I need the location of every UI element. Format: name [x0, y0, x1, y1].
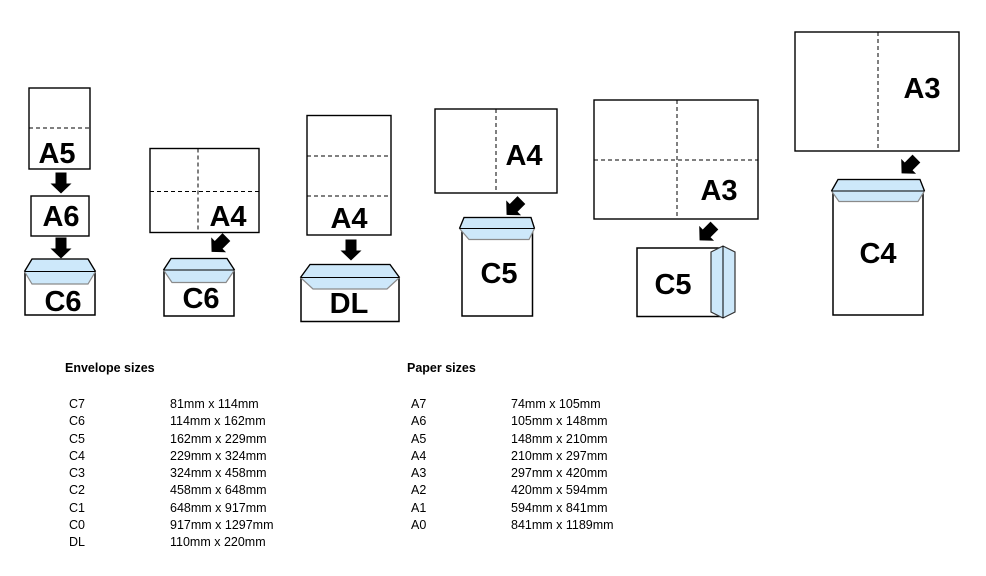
paper-a3	[794, 31, 960, 152]
table-row: C1 648mm x 917mm	[69, 500, 274, 517]
table-rows: C7 81mm x 114mm C6 114mm x 162mm C5 162mm x…	[69, 396, 274, 552]
cell-size: 648mm x 917mm	[170, 500, 267, 515]
paper-label: A3	[903, 73, 940, 105]
cell-code: A3	[411, 466, 427, 481]
envelope-c4-body	[832, 190, 924, 316]
envelope-flap	[299, 263, 401, 290]
cell-size: 110mm x 220mm	[170, 535, 266, 550]
paper-a6	[30, 195, 90, 237]
table-title: Paper sizes	[407, 361, 476, 375]
table-row: C3 324mm x 458mm	[69, 465, 274, 482]
cell-size: 594mm x 841mm	[511, 500, 608, 515]
cell-code: C5	[69, 431, 85, 446]
envelope-label: DL	[330, 288, 369, 320]
paper-label: A4	[505, 140, 542, 172]
group-a3-c5: A3 C5	[593, 99, 759, 319]
table-row: A6 105mm x 148mm	[411, 413, 614, 430]
paper-label: A4	[330, 203, 367, 235]
table-rows: A7 74mm x 105mm A6 105mm x 148mm A5 148mm x…	[411, 396, 614, 534]
group-a4-c5: A4 C5	[434, 108, 558, 317]
cell-code: C6	[69, 414, 85, 429]
flap-top-edge	[299, 263, 401, 278]
envelope-label: C6	[44, 286, 81, 318]
cell-code: A4	[411, 448, 427, 463]
table-row: C6 114mm x 162mm	[69, 413, 274, 430]
diagonal-arrow-icon	[506, 196, 526, 216]
cell-size: 917mm x 1297mm	[170, 518, 274, 533]
cell-size: 105mm x 148mm	[511, 414, 608, 429]
table-row: A0 841mm x 1189mm	[411, 517, 614, 534]
cell-code: DL	[69, 535, 85, 550]
paper-a4	[149, 147, 260, 234]
cell-code: A2	[411, 483, 427, 498]
table-row: C5 162mm x 229mm	[69, 431, 274, 448]
cell-code: A5	[411, 431, 427, 446]
group-a4-c6: A4 C6	[149, 147, 260, 317]
down-arrow-icon	[50, 237, 72, 259]
flap-top-edge	[458, 216, 536, 229]
cell-code: C7	[69, 397, 85, 411]
cell-code: C2	[69, 483, 85, 498]
paper-label: A5	[38, 138, 75, 170]
table-row: C2 458mm x 648mm	[69, 482, 274, 499]
table-row: A3 297mm x 420mm	[411, 465, 614, 482]
table-row: A2 420mm x 594mm	[411, 482, 614, 499]
table-row: C4 229mm x 324mm	[69, 448, 274, 465]
envelope-label: C5	[480, 258, 517, 290]
cell-code: A7	[411, 397, 427, 411]
cell-size: 458mm x 648mm	[170, 483, 267, 498]
table-row: A4 210mm x 297mm	[411, 448, 614, 465]
cell-size: 74mm x 105mm	[511, 397, 601, 411]
cell-size: 841mm x 1189mm	[511, 518, 614, 533]
flap-top-edge	[23, 258, 97, 272]
cell-size: 297mm x 420mm	[511, 466, 608, 481]
table-title: Envelope sizes	[65, 361, 155, 375]
paper-a4	[306, 114, 392, 236]
paper-label: A6	[42, 201, 79, 233]
cell-code: A0	[411, 518, 427, 533]
cell-size: 114mm x 162mm	[170, 414, 266, 429]
envelope-c5-body	[461, 227, 534, 317]
cell-code: C4	[69, 448, 85, 463]
envelope-c5-body	[636, 247, 723, 318]
down-arrow-icon	[340, 239, 362, 261]
table-row: A1 594mm x 841mm	[411, 500, 614, 517]
cell-code: A1	[411, 500, 427, 515]
cell-code: A6	[411, 414, 427, 429]
cell-size: 210mm x 297mm	[511, 448, 608, 463]
cell-size: 81mm x 114mm	[170, 397, 259, 411]
flap-top-edge	[830, 178, 926, 192]
cell-code: C1	[69, 500, 85, 515]
table-row: A5 148mm x 210mm	[411, 431, 614, 448]
table-row: A7 74mm x 105mm	[411, 396, 614, 413]
envelope-label: C4	[859, 238, 896, 270]
diagonal-arrow-icon	[901, 154, 921, 174]
flap-top-edge	[162, 257, 236, 271]
paper-label: A4	[209, 201, 246, 233]
group-a3-c4: A3 C4	[794, 31, 960, 316]
cell-code: C0	[69, 518, 85, 533]
cell-size: 162mm x 229mm	[170, 431, 267, 446]
down-arrow-icon	[50, 172, 72, 194]
table-row: DL 110mm x 220mm	[69, 534, 274, 551]
group-a4-dl: A4 DL	[299, 114, 401, 323]
envelope-label: C5	[654, 269, 691, 301]
group-a5-a6-c6: A5 A6 C6	[23, 87, 97, 318]
diagonal-arrow-icon	[699, 221, 719, 241]
table-row: C0 917mm x 1297mm	[69, 517, 274, 534]
cell-size: 420mm x 594mm	[511, 483, 608, 498]
cell-size: 229mm x 324mm	[170, 448, 267, 463]
table-row: C7 81mm x 114mm	[69, 396, 274, 413]
cell-size: 324mm x 458mm	[170, 466, 267, 481]
envelope-label: C6	[182, 283, 219, 315]
cell-code: C3	[69, 466, 85, 481]
folding-diagram-canvas: A5 A6 C6 A4 C6 A4	[23, 31, 960, 323]
paper-label: A3	[700, 175, 737, 207]
cell-size: 148mm x 210mm	[511, 431, 608, 446]
diagonal-arrow-icon	[211, 233, 231, 253]
